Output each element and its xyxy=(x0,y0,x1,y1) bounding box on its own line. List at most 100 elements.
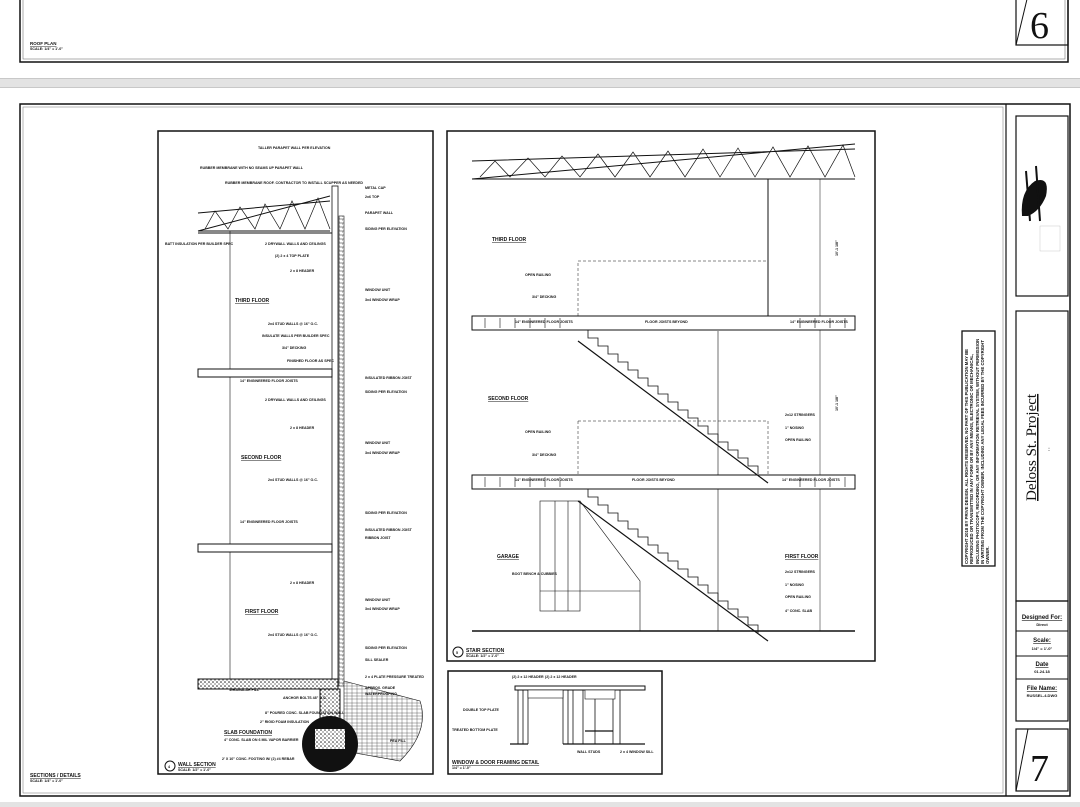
logo-box xyxy=(1015,115,1069,297)
callout-label: SILL SEALER xyxy=(365,658,389,662)
callout-label: BATT INSULATION PER BUILDER SPEC xyxy=(165,242,234,246)
callout-label: OPEN RAILING xyxy=(525,273,551,277)
callout-label: ANCHOR BOLTS 48" O.C. xyxy=(283,696,327,700)
drawing-title: ROOF PLAN xyxy=(30,41,57,46)
copyright-notice: COPYRIGHT 2018 BY PRIVE DESIGN. ALL RIGH… xyxy=(961,330,996,567)
callout-label: INSULATED RIBBON JOIST xyxy=(365,376,413,380)
info-box xyxy=(1015,600,1069,722)
callout-label: 2 x 8 HEADER xyxy=(290,581,315,585)
sheet-border xyxy=(19,103,1071,797)
callout-label: 1" NOSING xyxy=(785,426,804,430)
title-block: Deloss St. Project : : Designed For: Dir… xyxy=(1015,115,1069,792)
callout-label: 2 DRYWALL WALLS AND CEILINGS xyxy=(265,398,326,402)
callout-label: METAL CAP xyxy=(365,186,386,190)
callout-label: 2 x 4 WINDOW SILL xyxy=(620,750,654,754)
callout-label: 2x6 TOP xyxy=(365,195,380,199)
callout-label: TREATED BOTTOM PLATE xyxy=(452,728,498,732)
callout-label: OPEN RAILING xyxy=(785,595,811,599)
callout-label: 14" ENGINEERED FLOOR JOISTS xyxy=(782,478,840,482)
callout-label: OPEN RAILING xyxy=(785,438,811,442)
scale-label: Scale: xyxy=(1033,638,1051,644)
callout-label: GRANULAR FILL xyxy=(230,688,260,692)
stair-section-scale: SCALE: 1/2" = 1'-0" xyxy=(466,654,499,658)
sheet-border xyxy=(19,0,1069,63)
callout-label: (2) 2 x 4 TOP PLATE xyxy=(275,254,310,258)
callout-label: RUBBER MEMBRANE ROOF. CONTRACTOR TO INST… xyxy=(225,181,363,185)
detail-marker xyxy=(164,760,176,772)
callout-label: BOOT BENCH & CUBBIES xyxy=(512,572,558,576)
project-sub: : : xyxy=(1047,448,1051,451)
callout-label: 3x4 WINDOW WRAP xyxy=(365,298,400,302)
callout-label: 2x12 STRINGERS xyxy=(785,413,816,417)
wall-section-title: WALL SECTION xyxy=(178,762,216,768)
file-name-value: RUSSEL-4.DWG xyxy=(1027,693,1058,698)
wall-section-callouts: METAL CAP 2x6 TOP PARAPET WALL SIDING PE… xyxy=(365,186,424,743)
foundation-title: SLAB FOUNDATION xyxy=(224,730,272,736)
callout-label: (2) 2 x 12 HEADER xyxy=(512,675,544,679)
window-door-framing-detail: (2) 2 x 12 HEADER (2) 2 x 12 HEADER DOUB… xyxy=(447,670,663,775)
callout-label: 14" ENGINEERED FLOOR JOISTS xyxy=(790,320,848,324)
callout-label: INSULATED RIBBON JOIST xyxy=(365,528,413,532)
sheet-number-box xyxy=(1015,0,1069,46)
callout-label: RUBBER MEMBRANE WITH NO SEAMS UP PARAPET… xyxy=(200,166,304,170)
floor-label-third: THIRD FLOOR xyxy=(492,237,527,243)
stair-section-callouts: OPEN RAILING 3/4" DECKING 14" ENGINEERED… xyxy=(512,240,848,613)
callout-label: APPROX. GRADE xyxy=(365,686,396,690)
callout-label: 3x4 WINDOW WRAP xyxy=(365,451,400,455)
callout-label: PARAPET WALL xyxy=(365,211,394,215)
sheet-6-drawing: 6 ROOF PLAN SCALE: 1/4" = 1'-0" xyxy=(19,0,1069,63)
callout-label: 2" RIGID FOAM INSULATION xyxy=(260,720,309,724)
date-label: Date xyxy=(1035,662,1049,668)
stair-section-title: STAIR SECTION xyxy=(466,648,505,654)
callout-label: SIDING PER ELEVATION xyxy=(365,390,407,394)
callout-label: 2 x 8 HEADER xyxy=(290,269,315,273)
callout-label: 10'-1 1/8" xyxy=(835,395,839,411)
callout-label: 4" CONC. SLAB xyxy=(785,609,812,613)
callout-label: 3/4" DECKING xyxy=(532,453,556,457)
sheet-title: SECTIONS / DETAILS xyxy=(30,773,81,779)
callout-label: 2 DRYWALL WALLS AND CEILINGS xyxy=(265,242,326,246)
sheet-6: 6 ROOF PLAN SCALE: 1/4" = 1'-0" xyxy=(0,0,1080,79)
sheet-7: Deloss St. Project : : Designed For: Dir… xyxy=(0,87,1080,802)
floor-label-second: SECOND FLOOR xyxy=(241,455,282,461)
callout-label: FINISHED FLOOR AS SPEC xyxy=(287,359,334,363)
callout-label: 4 xyxy=(168,765,170,769)
copyright-text: COPYRIGHT 2018 BY PRIVE DESIGN. ALL RIGH… xyxy=(964,338,991,564)
designed-for-label: Designed For: xyxy=(1022,615,1062,621)
callout-label: OPEN RAILING xyxy=(525,430,551,434)
scale-value: 1/4" = 1'-0" xyxy=(1032,646,1053,651)
callout-label: WALL STUDS xyxy=(577,750,601,754)
callout-label: FLOOR JOISTS BEYOND xyxy=(632,478,675,482)
callout-label: SIDING PER ELEVATION xyxy=(365,227,407,231)
callout-label: SIDING PER ELEVATION xyxy=(365,511,407,515)
callout-label: 5 xyxy=(456,651,458,655)
callout-label: 14" ENGINEERED FLOOR JOISTS xyxy=(240,379,298,383)
callout-label: 3x4 WINDOW WRAP xyxy=(365,607,400,611)
callout-label: 8" POURED CONC. SLAB FOUNDATION WALL xyxy=(265,711,345,715)
callout-label: RIBBON JOIST xyxy=(365,536,391,540)
date-value: 01.24.18 xyxy=(1034,669,1050,674)
callout-label: (2) 2 x 12 HEADER xyxy=(545,675,577,679)
callout-label: WINDOW UNIT xyxy=(365,288,391,292)
callout-label: 3/4" DECKING xyxy=(282,346,306,350)
foundation-subtitle: 4" CONC. SLAB ON 6 MIL VAPOR BARRIER xyxy=(224,738,299,742)
firm-logo xyxy=(1021,165,1061,252)
callout-label: 2x4 STUD WALLS @ 16" O.C. xyxy=(268,478,318,482)
floor-label-first: FIRST FLOOR xyxy=(245,609,279,615)
callout-label: 2' X 10" CONC. FOOTING W/ (2) #4 REBAR xyxy=(222,757,295,761)
callout-label: INSULATE WALLS PER BUILDER SPEC xyxy=(262,334,330,338)
callout-label: PEA FILL xyxy=(390,739,407,743)
callout-label: WATERPROOFING xyxy=(365,692,397,696)
stair-section-detail: THIRD FLOOR SECOND FLOOR GARAGE FIRST FL… xyxy=(446,130,876,662)
callout-label: 1" NOSING xyxy=(785,583,804,587)
sheet-7-drawing: Deloss St. Project : : Designed For: Dir… xyxy=(19,103,1071,797)
floor-label-first: FIRST FLOOR xyxy=(785,554,819,560)
callout-label: 14" ENGINEERED FLOOR JOISTS xyxy=(240,520,298,524)
callout-label: TALLER PARAPET WALL PER ELEVATION xyxy=(258,146,331,150)
designed-for-value: Direct xyxy=(1036,622,1048,627)
sheet-number: 6 xyxy=(1030,5,1049,47)
callout-label: 14" ENGINEERED FLOOR JOISTS xyxy=(515,320,573,324)
callout-label: 3/4" DECKING xyxy=(532,295,556,299)
callout-label: WINDOW UNIT xyxy=(365,598,391,602)
sheet-scale: SCALE: 1/4" = 1'-0" xyxy=(30,779,63,783)
